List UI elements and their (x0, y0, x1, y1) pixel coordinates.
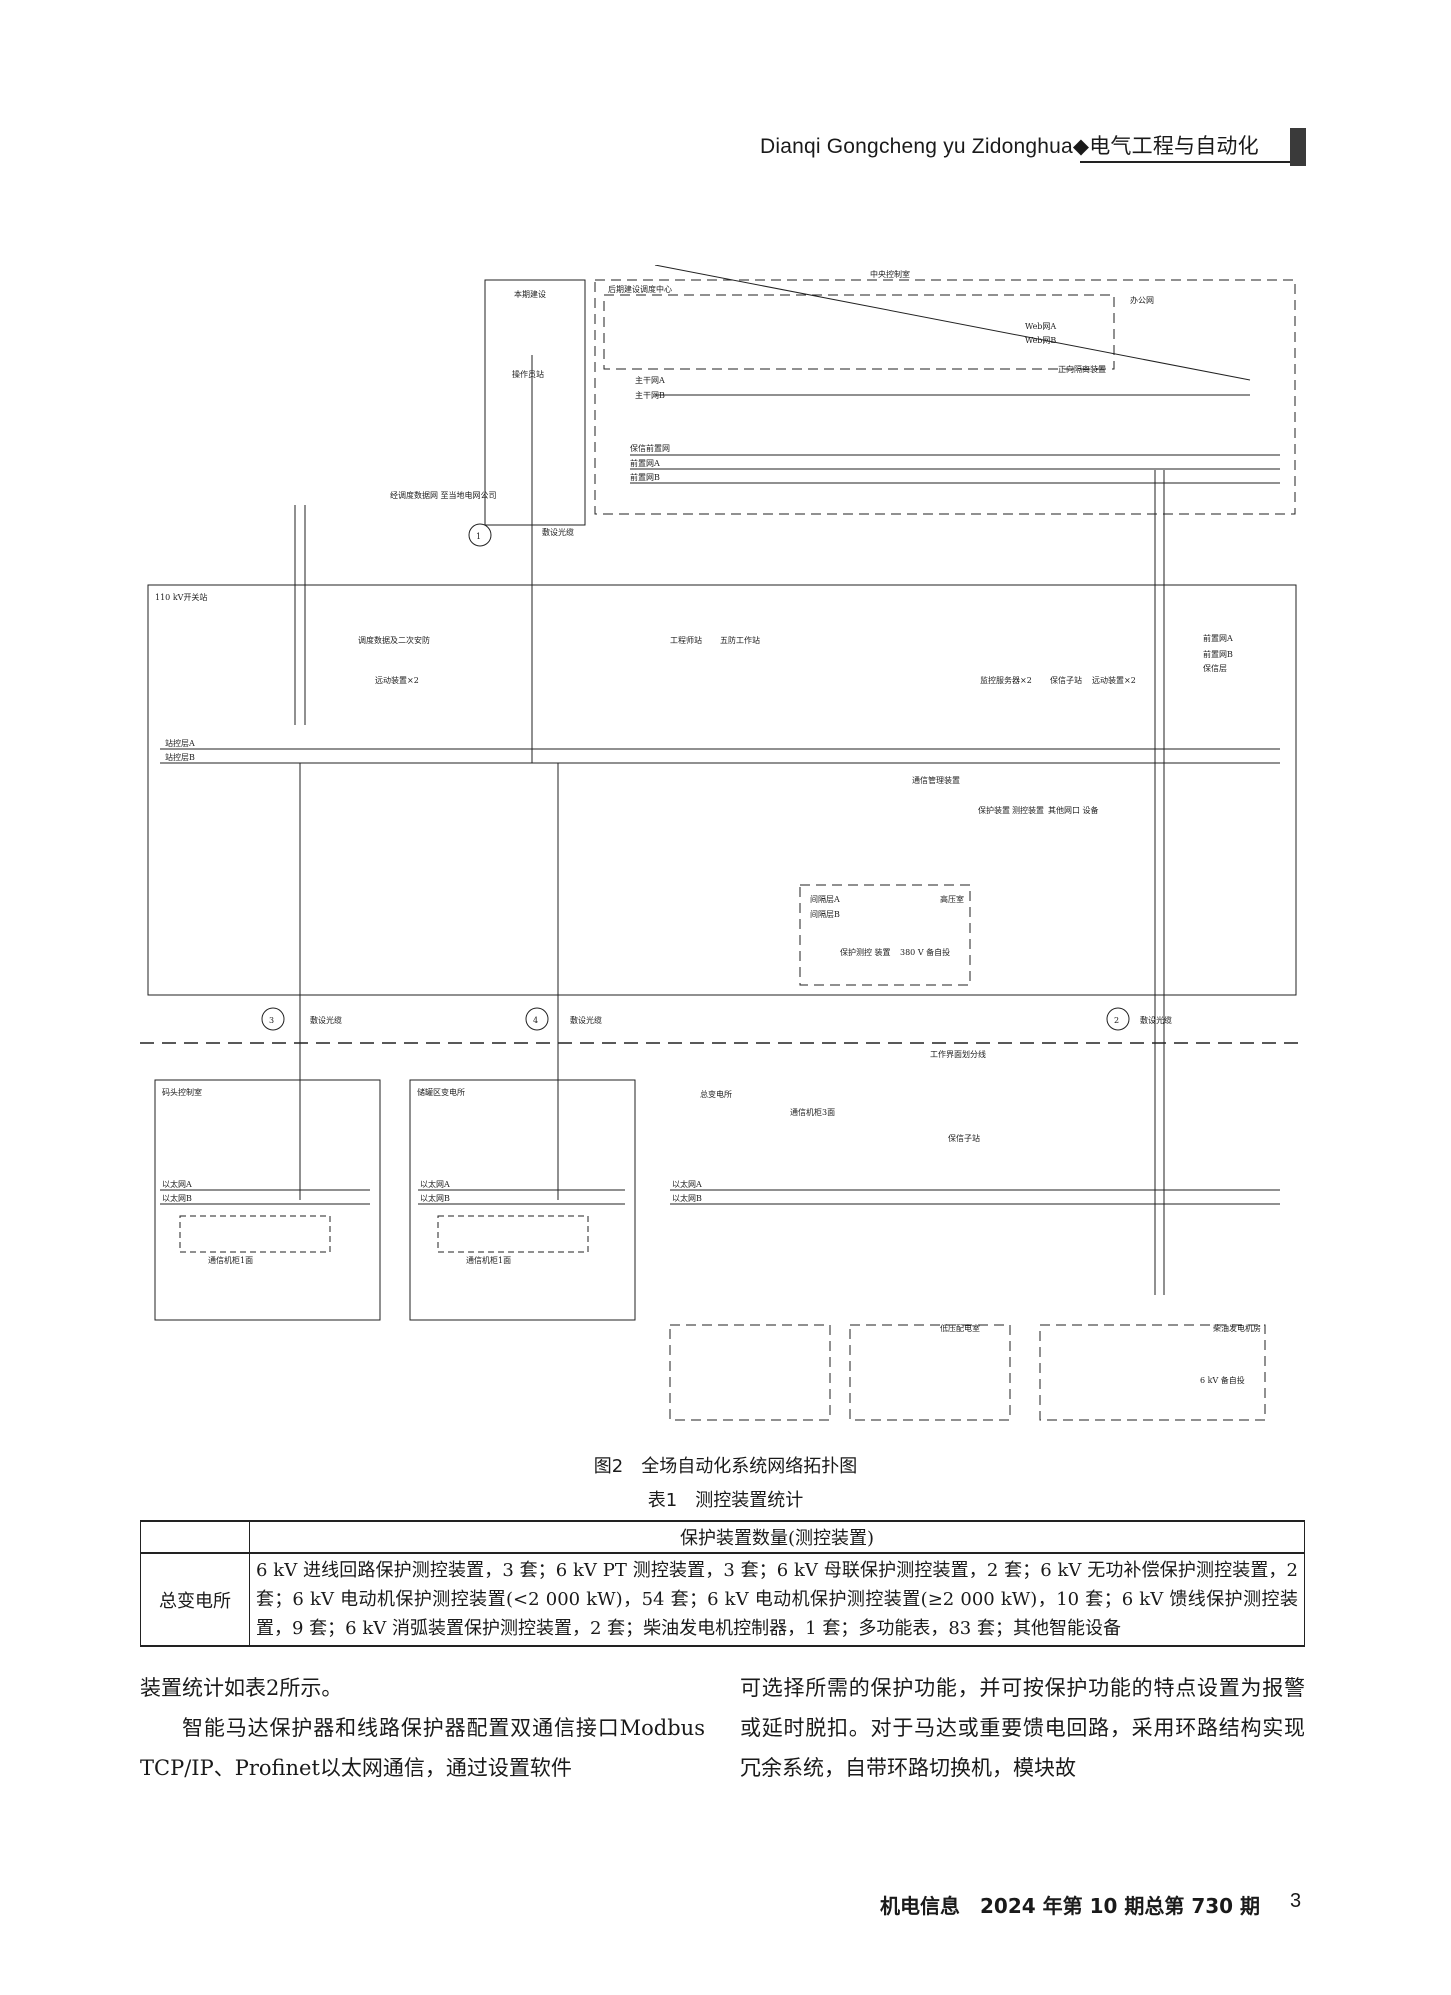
circle-2: 2 (1114, 1016, 1119, 1025)
bay-a-label: 间隔层A (810, 895, 840, 904)
figure-caption: 图2 全场自动化系统网络拓扑图 (593, 1456, 858, 1477)
right-column: 可选择所需的保护功能，并可按保护功能的特点设置为报警或延时脱扣。对于马达或重要馈… (740, 1668, 1305, 1788)
right-paragraph-1: 可选择所需的保护功能，并可按保护功能的特点设置为报警或延时脱扣。对于马达或重要馈… (740, 1676, 1305, 1780)
circle-3: 3 (269, 1016, 274, 1025)
engineer-ws-label: 工程师站 (670, 635, 702, 645)
main-eth-a: 以太网A (672, 1179, 702, 1189)
network-topology-figure: 1 2 3 4 中央控制室 后期建设调度中心 本期建设 操作员站 办公网 Web… (140, 265, 1300, 1421)
diesel-room-label: 柴油发电机房 (1213, 1323, 1261, 1333)
work-boundary-label: 工作界面划分线 (930, 1049, 986, 1059)
station-b-label: 站控层B (165, 752, 195, 762)
header-rule (1080, 161, 1298, 163)
circle-1: 1 (476, 532, 481, 541)
left-paragraph-1: 装置统计如表2所示。 (140, 1676, 343, 1700)
telecontrol-right-label: 远动装置×2 (1092, 675, 1136, 685)
office-net-label: 办公网 (1130, 295, 1154, 305)
front-b-label: 前置网B (630, 472, 660, 482)
table-row-body: 6 kV 进线回路保护测控装置，3 套；6 kV PT 测控装置，3 套；6 k… (249, 1552, 1305, 1647)
header-bar (1290, 128, 1306, 166)
telecontrol2-label: 远动装置×2 (375, 675, 419, 685)
prot-dev-label: 保护装置 (978, 805, 1010, 815)
left-column: 装置统计如表2所示。 智能马达保护器和线路保护器配置双通信接口Modbus TC… (140, 1668, 705, 1788)
main-eth-b: 以太网B (672, 1193, 702, 1203)
main-sub-label: 总变电所 (700, 1089, 732, 1099)
other-port-label: 其他网口 设备 (1048, 805, 1099, 815)
dispatch-net-label: 经调度数据网 至当地电网公司 (390, 490, 497, 500)
operator-station-label: 操作员站 (512, 369, 544, 379)
lv-room-label: 低压配电室 (940, 1323, 980, 1333)
fiber-label-4: 敷设光缆 (570, 1015, 602, 1025)
front-b2-label: 前置网B (1203, 649, 1233, 659)
header-title: 电气工程与自动化 (1089, 135, 1259, 158)
v380-label: 380 V 备自投 (900, 947, 950, 957)
running-header: Dianqi Gongcheng yu Zidonghua◆电气工程与自动化 (760, 130, 1259, 160)
isolation-label: 正向隔离装置 (1058, 364, 1106, 374)
wufang-ws-label: 五防工作站 (720, 635, 760, 645)
fiber-label-1: 敷设光缆 (542, 527, 574, 537)
hv-room-label: 高压室 (940, 894, 964, 904)
front-a-label: 前置网A (630, 458, 660, 468)
wharf-label: 码头控制室 (162, 1087, 202, 1097)
cabinet3-label: 通信机柜3面 (790, 1107, 835, 1117)
tank-cabinet-label: 通信机柜1面 (466, 1255, 511, 1265)
diamond-icon: ◆ (1072, 135, 1090, 158)
journal-footer: 机电信息 2024 年第 10 期总第 730 期 (880, 1894, 1261, 1918)
kv6-label: 6 kV 备自投 (1200, 1375, 1245, 1385)
fiber-label-2: 敷设光缆 (1140, 1015, 1172, 1025)
page-number: 3 (1290, 1890, 1302, 1912)
current-build-label: 本期建设 (514, 289, 546, 299)
prot-meas-label: 保护测控 装置 (840, 947, 891, 957)
front-a2-label: 前置网A (1203, 633, 1233, 643)
meas-dev-label: 测控装置 (1012, 805, 1044, 815)
monitor-server-label: 监控服务器×2 (980, 675, 1032, 685)
left-paragraph-2: 智能马达保护器和线路保护器配置双通信接口Modbus TCP/IP、Profin… (140, 1716, 705, 1780)
web-b-label: Web网B (1025, 336, 1056, 345)
switch-station-label: 110 kV开关站 (155, 592, 207, 602)
wharf-eth-b: 以太网B (162, 1193, 192, 1203)
tank-eth-b: 以太网B (420, 1193, 450, 1203)
future-center-label: 后期建设调度中心 (608, 284, 672, 294)
protect-sub-label: 保信子站 (1050, 675, 1082, 685)
table-header: 保护装置数量(测控装置) (249, 1520, 1305, 1554)
table-row-name: 总变电所 (140, 1552, 250, 1647)
station-a-label: 站控层A (165, 738, 195, 748)
front-protect-label: 保信前置网 (630, 443, 670, 453)
central-room-label: 中央控制室 (870, 269, 910, 279)
table-caption: 表1 测控装置统计 (647, 1490, 804, 1511)
dispatch-sec-label: 调度数据及二次安防 (358, 635, 430, 645)
web-a-label: Web网A (1025, 322, 1056, 331)
protect-layer-label: 保信层 (1203, 663, 1227, 673)
fiber-label-3: 敷设光缆 (310, 1015, 342, 1025)
header-pinyin: Dianqi Gongcheng yu Zidonghua (760, 135, 1073, 158)
wharf-eth-a: 以太网A (162, 1179, 192, 1189)
stat-table: 保护装置数量(测控装置) 总变电所 6 kV 进线回路保护测控装置，3 套；6 … (140, 1520, 1305, 1647)
circle-4: 4 (533, 1016, 538, 1025)
wharf-cabinet-label: 通信机柜1面 (208, 1255, 253, 1265)
main-a-label: 主干网A (635, 375, 665, 385)
bay-b-label: 间隔层B (810, 910, 840, 919)
comm-mgr-label: 通信管理装置 (912, 775, 960, 785)
main-b-label: 主干网B (635, 390, 665, 400)
table-corner (140, 1520, 250, 1554)
tank-eth-a: 以太网A (420, 1179, 450, 1189)
tank-label: 储罐区变电所 (417, 1087, 465, 1097)
main-protect-sub-label: 保信子站 (948, 1133, 980, 1143)
